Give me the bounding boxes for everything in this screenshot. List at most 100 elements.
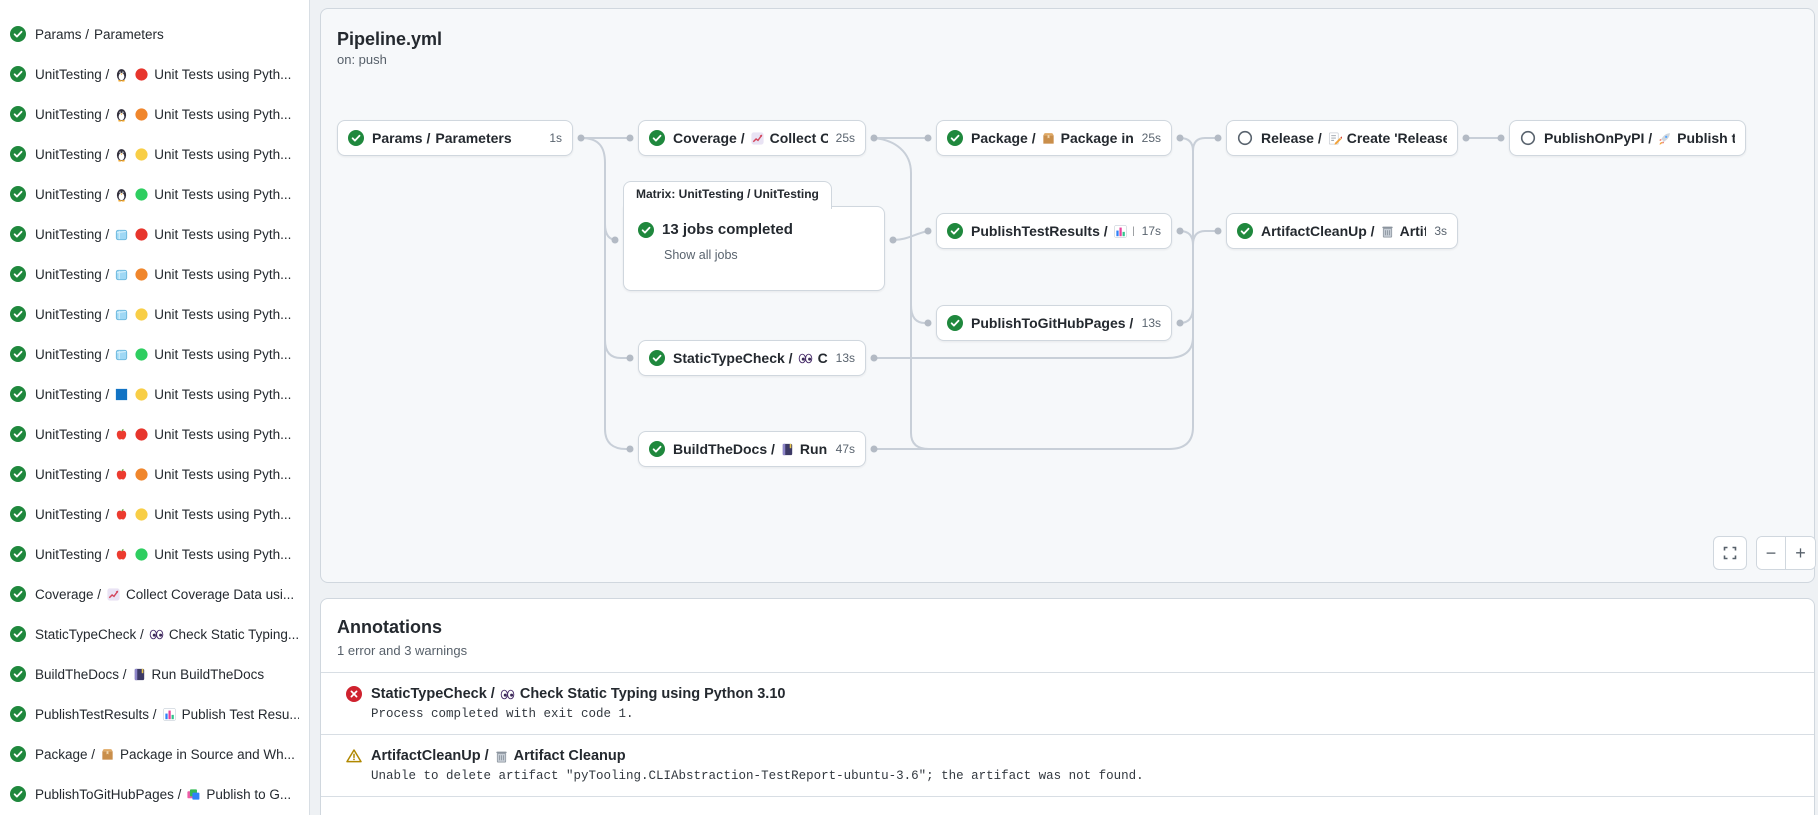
graph-node-release[interactable]: Release /Create 'Release P... [1226,120,1458,156]
annotation-detail-text: Process completed with exit code 1. [371,707,634,721]
graph-node-publishtogithubpages[interactable]: PublishToGitHubPages /...13s [936,305,1172,341]
graph-node-publishtestresults[interactable]: PublishTestResults /Pu...17s [936,213,1172,249]
sidebar-job-item[interactable]: PublishTestResults /Publish Test Resu... [0,694,309,734]
fullscreen-button[interactable] [1713,536,1747,570]
workflow-trigger: on: push [337,52,387,67]
graph-node-package[interactable]: Package /Package in So...25s [936,120,1172,156]
sidebar-job-item[interactable]: UnitTesting / Unit Tests using Pyth... [0,534,309,574]
annotation-row-partial [321,796,1814,815]
node-name-label: Collect Cove... [769,130,828,146]
skipped-circle-icon [1520,130,1536,146]
check-success-icon [947,223,963,239]
sidebar-job-item[interactable]: UnitTesting /Unit Tests using Pyth... [0,494,309,534]
chart-increasing-icon [750,131,765,146]
check-success-icon [10,426,26,442]
ice-cube-icon [114,307,129,322]
node-duration: 25s [835,131,855,145]
package-icon [100,747,115,762]
node-duration: 1s [549,131,562,145]
matrix-group-card: Matrix: UnitTesting / UnitTesting 13 job… [623,181,885,291]
job-group-label: Params / [35,26,90,42]
red-circle-icon [134,67,149,82]
check-success-icon [649,441,665,457]
sidebar-job-item[interactable]: Coverage /Collect Coverage Data usi... [0,574,309,614]
sidebar-job-item[interactable]: BuildTheDocs /Run BuildTheDocs [0,654,309,694]
wastebasket-icon [494,749,509,764]
sidebar-job-item[interactable]: Package /Package in Source and Wh... [0,734,309,774]
rocket-icon [1657,131,1672,146]
package-icon [1041,131,1056,146]
job-name-label: Publish to G... [206,786,292,802]
job-group-label: UnitTesting / [35,66,110,82]
job-name-label: Unit Tests using Pyth... [154,546,292,562]
yellow-circle-icon [134,307,149,322]
job-group-label: PublishTestResults / [35,706,157,722]
sidebar-job-item[interactable]: UnitTesting /Unit Tests using Pyth... [0,294,309,334]
job-group-label: UnitTesting / [35,546,110,562]
annotation-job-link[interactable]: StaticTypeCheck /Check Static Typing usi… [346,686,1798,702]
zoom-out-button[interactable]: − [1757,537,1786,569]
graph-node-artifactcleanup[interactable]: ArtifactCleanUp /Artifac...3s [1226,213,1458,249]
node-name-label: Parameters [435,130,512,146]
sidebar-job-item[interactable]: UnitTesting /Unit Tests using Pyth... [0,214,309,254]
node-duration: 47s [835,442,855,456]
check-success-icon [10,146,26,162]
sidebar-job-item[interactable]: UnitTesting /Unit Tests using Pyth... [0,134,309,174]
check-success-icon [10,546,26,562]
fullscreen-icon [1722,545,1738,561]
apple-icon [114,507,129,522]
job-name-label: Parameters [94,26,164,42]
penguin-icon [114,187,129,202]
sidebar-job-item[interactable]: UnitTesting /Unit Tests using Pyth... [0,254,309,294]
sidebar-job-item[interactable]: UnitTesting /Unit Tests using Pyth... [0,94,309,134]
sidebar-job-item[interactable]: UnitTesting /Unit Tests using Pyth... [0,374,309,414]
node-duration: 25s [1141,131,1161,145]
green-circle-icon [134,547,149,562]
sidebar-job-item[interactable]: Params /Parameters [0,14,309,54]
job-group-label: UnitTesting / [35,346,110,362]
node-group-label: PublishTestResults / [971,223,1108,239]
red-circle-icon [134,427,149,442]
check-success-icon [10,706,26,722]
layered-images-icon [186,787,201,802]
job-group-label: PublishToGitHubPages / [35,786,182,802]
node-group-label: PublishOnPyPI / [1544,130,1653,146]
graph-node-statictypecheck[interactable]: StaticTypeCheck /Chec...13s [638,340,866,376]
orange-circle-icon [134,267,149,282]
job-group-label: UnitTesting / [35,386,110,402]
graph-node-publishonpypi[interactable]: PublishOnPyPI /Publish to ... [1509,120,1746,156]
show-all-jobs-link[interactable]: Show all jobs [664,248,738,262]
windows-icon [114,387,129,402]
job-group-label: UnitTesting / [35,506,110,522]
sidebar-job-item[interactable]: UnitTesting /Unit Tests using Pyth... [0,414,309,454]
check-success-icon [10,506,26,522]
sidebar-job-item[interactable]: UnitTesting /Unit Tests using Pyth... [0,454,309,494]
job-name-label: Check Static Typing... [168,626,299,642]
skipped-circle-icon [1237,130,1253,146]
check-success-icon [348,130,364,146]
annotation-title-label: Artifact Cleanup [513,748,626,764]
warning-icon [346,748,362,764]
graph-node-coverage[interactable]: Coverage /Collect Cove...25s [638,120,866,156]
check-success-icon [649,350,665,366]
graph-node-buildthedocs[interactable]: BuildTheDocs /Run Buil...47s [638,431,866,467]
sidebar-job-item[interactable]: UnitTesting /Unit Tests using Pyth... [0,334,309,374]
node-name-label: Run Buil... [799,441,828,457]
check-success-icon [10,26,26,42]
sidebar-job-item[interactable]: StaticTypeCheck / Check Static Typing... [0,614,309,654]
zoom-in-button[interactable]: + [1786,537,1815,569]
sidebar-job-item[interactable]: UnitTesting /Unit Tests using Pyth... [0,174,309,214]
check-success-icon [649,130,665,146]
job-group-label: UnitTesting / [35,266,110,282]
sidebar-job-item[interactable]: UnitTesting /Unit Tests using Pyth... [0,54,309,94]
job-group-label: StaticTypeCheck / [35,626,144,642]
annotation-job-link[interactable]: ArtifactCleanUp /Artifact Cleanup [346,748,1798,764]
sidebar-job-item[interactable]: PublishToGitHubPages / Publish to G... [0,774,309,814]
node-group-label: StaticTypeCheck / [673,350,793,366]
penguin-icon [114,107,129,122]
penguin-icon [114,147,129,162]
eyes-icon [798,351,813,366]
